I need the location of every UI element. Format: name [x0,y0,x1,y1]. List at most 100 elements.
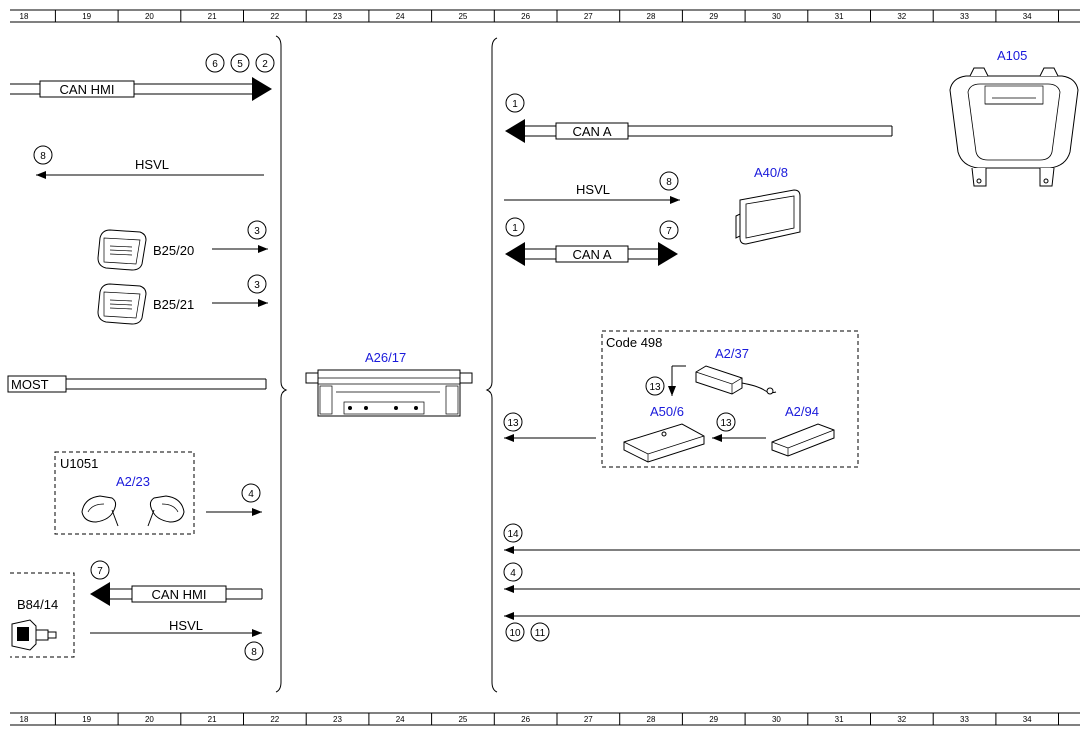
hsvl-left-line: 8 HSVL [33,145,264,179]
a2-94-label: A2/94 [785,404,819,419]
circle-label: 1 [512,99,518,110]
ruler-tick-label: 27 [584,12,593,21]
circle-label: 13 [507,418,519,429]
code-498-box: Code 498 A2/37 13 A50/6 A2/94 13 [601,330,859,468]
ruler-tick-label: 21 [208,715,217,724]
circle-label: 1 [512,223,518,234]
circle-label: 3 [254,280,260,291]
hsvl-left-label: HSVL [135,157,169,172]
a40-8-display: A40/8 [735,165,801,245]
a26-17-unit: A26/17 [305,350,473,417]
ruler-tick-label: 27 [584,715,593,724]
can-hmi-bottom-bus: CAN HMI 7 [90,560,263,606]
circle-label: 8 [666,177,672,188]
ruler-tick-label: 31 [835,12,844,21]
circle-label: 7 [97,566,103,577]
ruler-tick-label: 34 [1023,715,1032,724]
code-498-label: Code 498 [606,335,662,350]
ruler-tick-label: 32 [897,715,906,724]
ruler-tick-label: 18 [20,715,29,724]
circle-label: 8 [251,647,257,658]
b25-21-sensor: B25/21 3 [97,274,268,325]
code-498-output: 13 [503,412,596,442]
ruler-tick-label: 29 [709,715,718,724]
line-14: 14 [503,523,1080,554]
circle-label: 2 [262,59,268,70]
can-hmi-top-label: CAN HMI [60,82,115,97]
ruler-tick-label: 23 [333,12,342,21]
a105-label: A105 [997,48,1027,63]
ruler-tick-label: 21 [208,12,217,21]
ruler-tick-label: 25 [458,12,467,21]
ruler-tick-label: 28 [647,715,656,724]
ruler-tick-label: 20 [145,715,154,724]
circle-label: 4 [248,489,254,500]
can-a-top-bus: CAN A 1 [505,93,893,143]
b25-20-sensor: B25/20 3 [97,220,268,271]
a2-37-label: A2/37 [715,346,749,361]
ruler-tick-label: 31 [835,715,844,724]
ruler-tick-label: 20 [145,12,154,21]
circles-top: 6 5 2 [205,53,275,73]
circle-label: 14 [507,529,519,540]
ruler-tick-label: 33 [960,12,969,21]
ruler-tick-label: 26 [521,715,530,724]
ruler-tick-label: 22 [270,12,279,21]
circle-label: 13 [649,382,661,393]
ruler-tick-label: 29 [709,12,718,21]
circle-label: 5 [237,59,243,70]
hsvl-right-line: HSVL 8 [504,171,680,204]
circle-label: 8 [40,151,46,162]
u1051-label: U1051 [60,456,98,471]
a40-8-label: A40/8 [754,165,788,180]
b25-21-label: B25/21 [153,297,194,312]
b84-14-label: B84/14 [17,597,58,612]
ruler-tick-label: 34 [1023,12,1032,21]
ruler-tick-label: 19 [82,12,91,21]
can-a-mid-label: CAN A [572,247,611,262]
ruler-tick-label: 25 [458,715,467,724]
left-bracket [275,35,288,693]
ruler-bottom: 18 19 20 21 22 23 24 25 26 27 28 29 30 31 32 33 34 [10,712,1080,726]
b25-20-label: B25/20 [153,243,194,258]
ruler-tick-label: 24 [396,12,405,21]
hsvl-right-label: HSVL [576,182,610,197]
ruler-tick-label: 23 [333,715,342,724]
hsvl-bottom-line: HSVL 8 [90,618,264,661]
ruler-tick-label: 32 [897,12,906,21]
can-a-mid-bus: CAN A 1 7 [505,217,679,266]
ruler-tick-label: 30 [772,12,781,21]
most-label: MOST [11,377,49,392]
circle-label: 11 [535,628,546,639]
circle-label: 4 [510,568,516,579]
ruler-tick-label: 30 [772,715,781,724]
ruler-tick-label: 28 [647,12,656,21]
circle-label: 3 [254,226,260,237]
hsvl-bottom-label: HSVL [169,618,203,633]
circle-label: 7 [666,226,672,237]
a105-console: A105 [949,48,1079,187]
ruler-tick-label: 18 [20,12,29,21]
u1051-box: U1051 A2/23 4 [54,451,262,535]
ruler-tick-label: 22 [270,715,279,724]
line-4: 4 [503,562,1080,593]
can-hmi-bottom-label: CAN HMI [152,587,207,602]
a50-6-label: A50/6 [650,404,684,419]
ruler-tick-label: 24 [396,715,405,724]
a26-17-label: A26/17 [365,350,406,365]
can-hmi-top-bus: CAN HMI [10,77,272,101]
ruler-top: 18 19 20 21 22 23 24 25 26 27 28 29 30 31 32 33 34 [10,9,1080,23]
ruler-tick-label: 19 [82,715,91,724]
ruler-tick-label: 26 [521,12,530,21]
a2-23-label: A2/23 [116,474,150,489]
circle-label: 6 [212,59,218,70]
can-a-top-label: CAN A [572,124,611,139]
circle-label: 13 [720,418,732,429]
right-bracket [485,37,498,693]
most-bus: MOST [7,375,267,393]
circle-label: 10 [509,628,521,639]
line-10-11: 10 11 [504,612,1080,642]
ruler-tick-label: 33 [960,715,969,724]
b84-14-box: B84/14 [10,572,75,658]
